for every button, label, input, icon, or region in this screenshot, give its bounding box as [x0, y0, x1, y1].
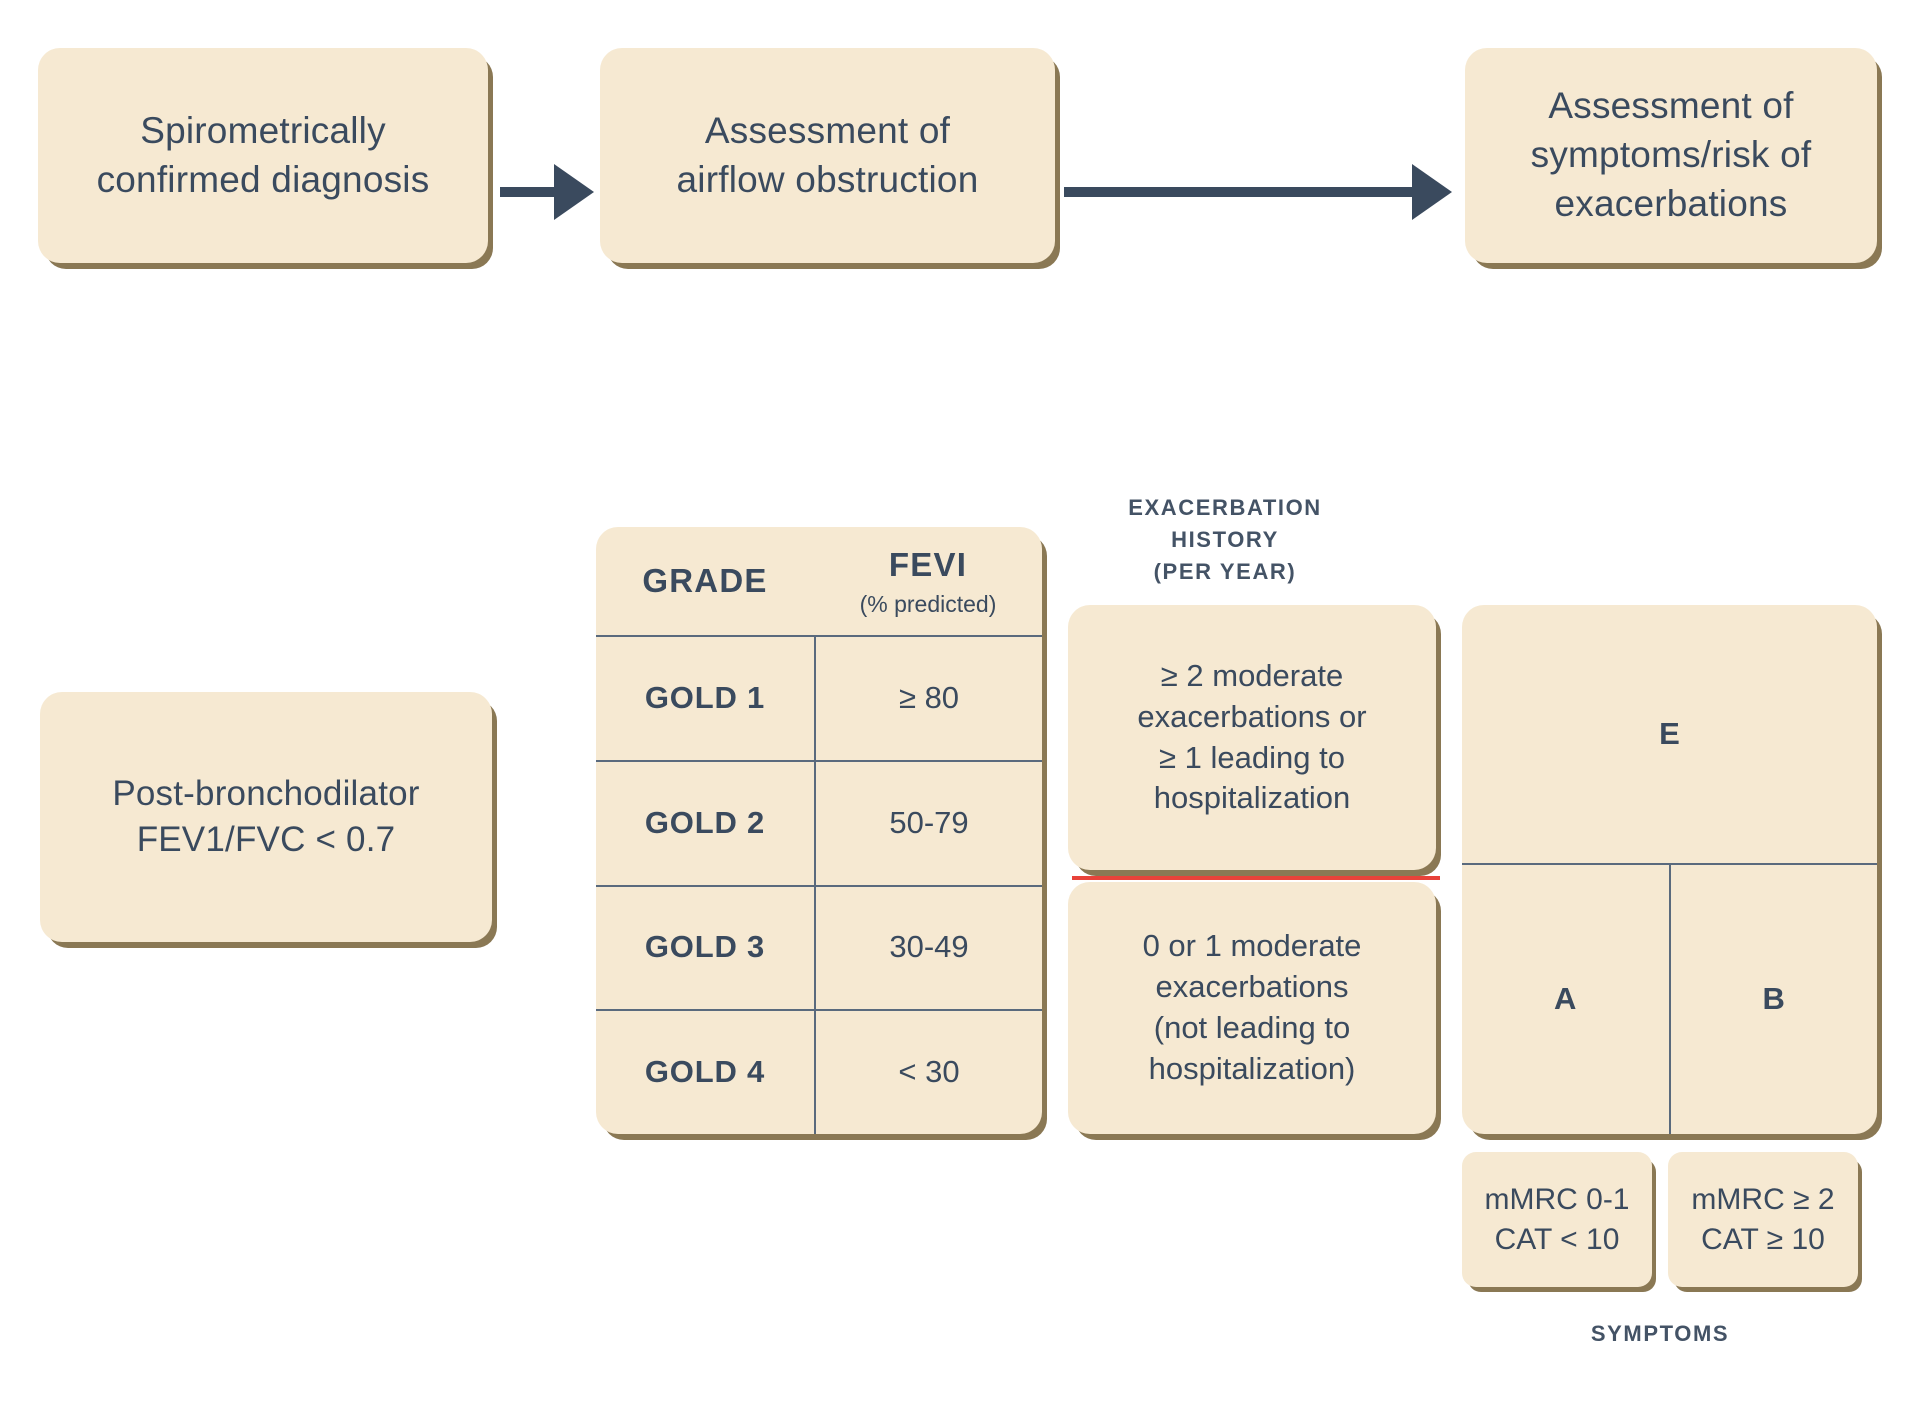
grade-cell: GOLD 2: [596, 761, 816, 885]
grade-header-label: GRADE: [642, 562, 768, 600]
group-cell-b: B: [1671, 865, 1878, 1134]
group-a-label: A: [1554, 981, 1577, 1017]
abe-group-grid: E A B: [1462, 605, 1877, 1134]
exacerbation-divider-line: [1072, 876, 1440, 880]
exacerbation-high-label: ≥ 2 moderate exacerbations or ≥ 1 leadin…: [1137, 657, 1367, 816]
arrow-shaft: [500, 187, 556, 197]
symptom-threshold-low-label: mMRC 0-1 CAT < 10: [1484, 1182, 1630, 1256]
fev-cell: 50-79: [889, 804, 969, 840]
table-row: GOLD 1 ≥ 80: [596, 637, 1042, 762]
grade-cell: GOLD 3: [596, 886, 816, 1010]
symptom-threshold-high-label: mMRC ≥ 2 CAT ≥ 10: [1691, 1182, 1835, 1256]
fev-cell: < 30: [898, 1054, 960, 1090]
flow-step1-label: Spirometrically confirmed diagnosis: [96, 109, 430, 200]
symptoms-axis-label: SYMPTOMS: [1590, 1321, 1730, 1346]
flow-step2-label: Assessment of airflow obstruction: [676, 109, 979, 200]
table-row: GOLD 3 30-49: [596, 886, 1042, 1012]
symptom-threshold-low-box: mMRC 0-1 CAT < 10: [1462, 1152, 1652, 1287]
post-bronchodilator-criterion-box: Post-bronchodilator FEV1/FVC < 0.7: [40, 692, 492, 942]
grade-cell: GOLD 4: [596, 1011, 816, 1134]
gold-grade-table: GRADE FEVI (% predicted) GOLD 1 ≥ 80 GOL…: [596, 527, 1042, 1134]
flow-step-symptoms-risk: Assessment of symptoms/risk of exacerbat…: [1465, 48, 1877, 263]
table-row: GOLD 4 < 30: [596, 1011, 1042, 1134]
group-e-label: E: [1659, 715, 1680, 751]
exacerbation-high-risk-box: ≥ 2 moderate exacerbations or ≥ 1 leadin…: [1068, 605, 1436, 870]
fev-header-label: FEVI: [888, 545, 968, 583]
exacerbation-history-axis-label: EXACERBATION HISTORY (PER YEAR): [1128, 495, 1322, 584]
exacerbation-low-risk-box: 0 or 1 moderate exacerbations (not leadi…: [1068, 882, 1436, 1134]
group-b-label: B: [1762, 981, 1785, 1017]
symptom-threshold-high-box: mMRC ≥ 2 CAT ≥ 10: [1668, 1152, 1858, 1287]
grade-column-header: GRADE: [596, 527, 814, 635]
flow-step-spirometric-diagnosis: Spirometrically confirmed diagnosis: [38, 48, 488, 263]
flow-step3-label: Assessment of symptoms/risk of exacerbat…: [1530, 85, 1812, 224]
fev-cell: 30-49: [889, 929, 969, 965]
grade-table-header-row: GRADE FEVI (% predicted): [596, 527, 1042, 637]
post-bronchodilator-label: Post-bronchodilator FEV1/FVC < 0.7: [112, 773, 420, 859]
fev-column-header: FEVI (% predicted): [814, 527, 1042, 635]
grade-cell: GOLD 1: [596, 637, 816, 760]
arrow-head: [554, 164, 594, 220]
group-cell-a: A: [1462, 865, 1671, 1134]
fev-header-sublabel: (% predicted): [859, 591, 997, 618]
table-row: GOLD 2 50-79: [596, 761, 1042, 887]
abe-bottom-row: A B: [1462, 865, 1877, 1134]
arrow-head: [1412, 164, 1452, 220]
exacerbation-low-label: 0 or 1 moderate exacerbations (not leadi…: [1142, 928, 1362, 1086]
flow-step-airflow-obstruction: Assessment of airflow obstruction: [600, 48, 1055, 263]
fev-cell: ≥ 80: [898, 679, 960, 715]
group-cell-e: E: [1462, 605, 1877, 865]
arrow-shaft: [1064, 187, 1414, 197]
